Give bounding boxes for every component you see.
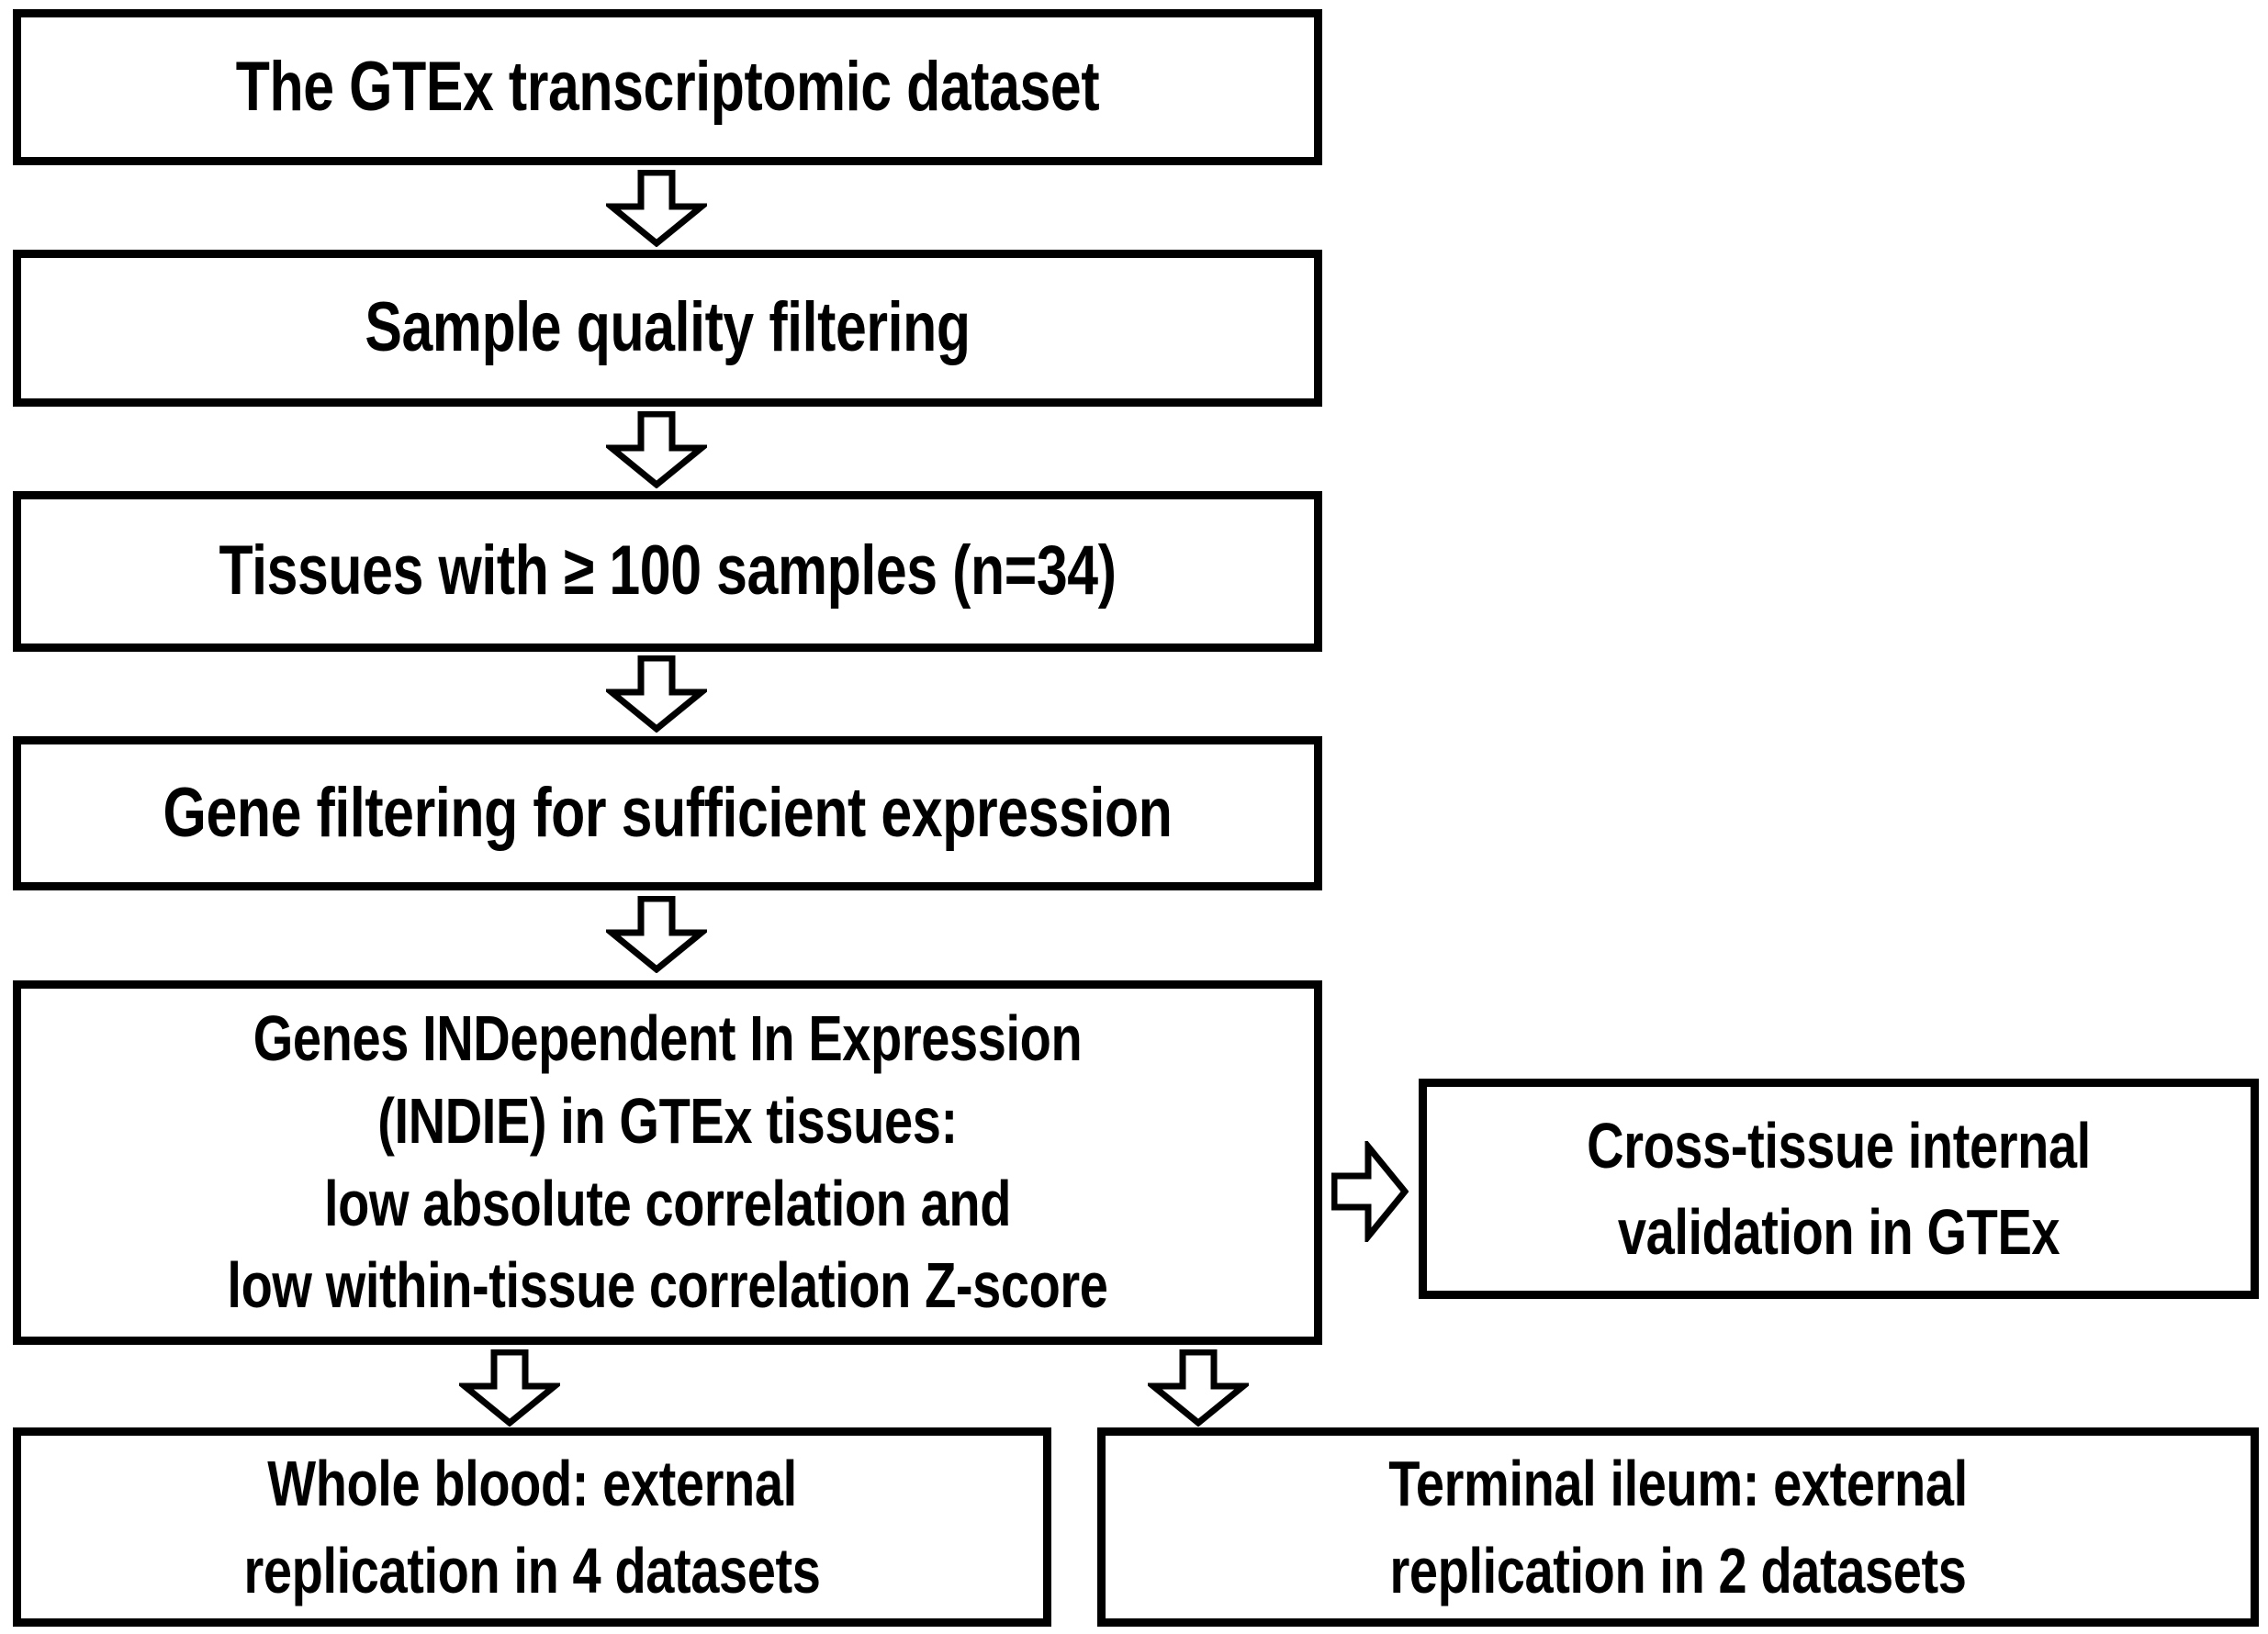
box-indie-definition: Genes INDependent In Expression (INDIE) … <box>13 980 1322 1345</box>
box-terminal-ileum-replication: Terminal ileum: external replication in … <box>1097 1427 2259 1627</box>
box-sample-quality-filtering: Sample quality filtering <box>13 250 1322 407</box>
box-whole-blood-replication-label: Whole blood: external replication in 4 d… <box>243 1448 821 1606</box>
arrow-down-icon <box>606 655 707 733</box>
box-gene-filtering: Gene filtering for sufficient expression <box>13 736 1322 890</box>
box-terminal-ileum-replication-label: Terminal ileum: external replication in … <box>1388 1448 1968 1606</box>
arrow-down-icon <box>606 896 707 973</box>
box-gtex-dataset-label: The GTEx transcriptomic dataset <box>235 47 1100 126</box>
box-sample-quality-filtering-label: Sample quality filtering <box>365 288 971 367</box>
box-whole-blood-replication: Whole blood: external replication in 4 d… <box>13 1427 1051 1627</box>
box-cross-tissue-validation-label: Cross-tissue internal validation in GTEx <box>1587 1109 2091 1269</box>
box-tissues-sample-threshold-label: Tissues with ≥ 100 samples (n=34) <box>219 532 1117 610</box>
box-gene-filtering-label: Gene filtering for sufficient expression <box>163 773 1173 852</box>
box-cross-tissue-validation: Cross-tissue internal validation in GTEx <box>1419 1079 2259 1299</box>
arrow-right-icon <box>1331 1141 1409 1242</box>
arrow-down-icon <box>606 170 707 247</box>
arrow-down-icon <box>1148 1349 1249 1427</box>
arrow-down-icon <box>606 411 707 488</box>
box-indie-definition-label: Genes INDependent In Expression (INDIE) … <box>227 1002 1108 1322</box>
box-tissues-sample-threshold: Tissues with ≥ 100 samples (n=34) <box>13 491 1322 652</box>
box-gtex-dataset: The GTEx transcriptomic dataset <box>13 9 1322 165</box>
arrow-down-icon <box>459 1349 560 1427</box>
